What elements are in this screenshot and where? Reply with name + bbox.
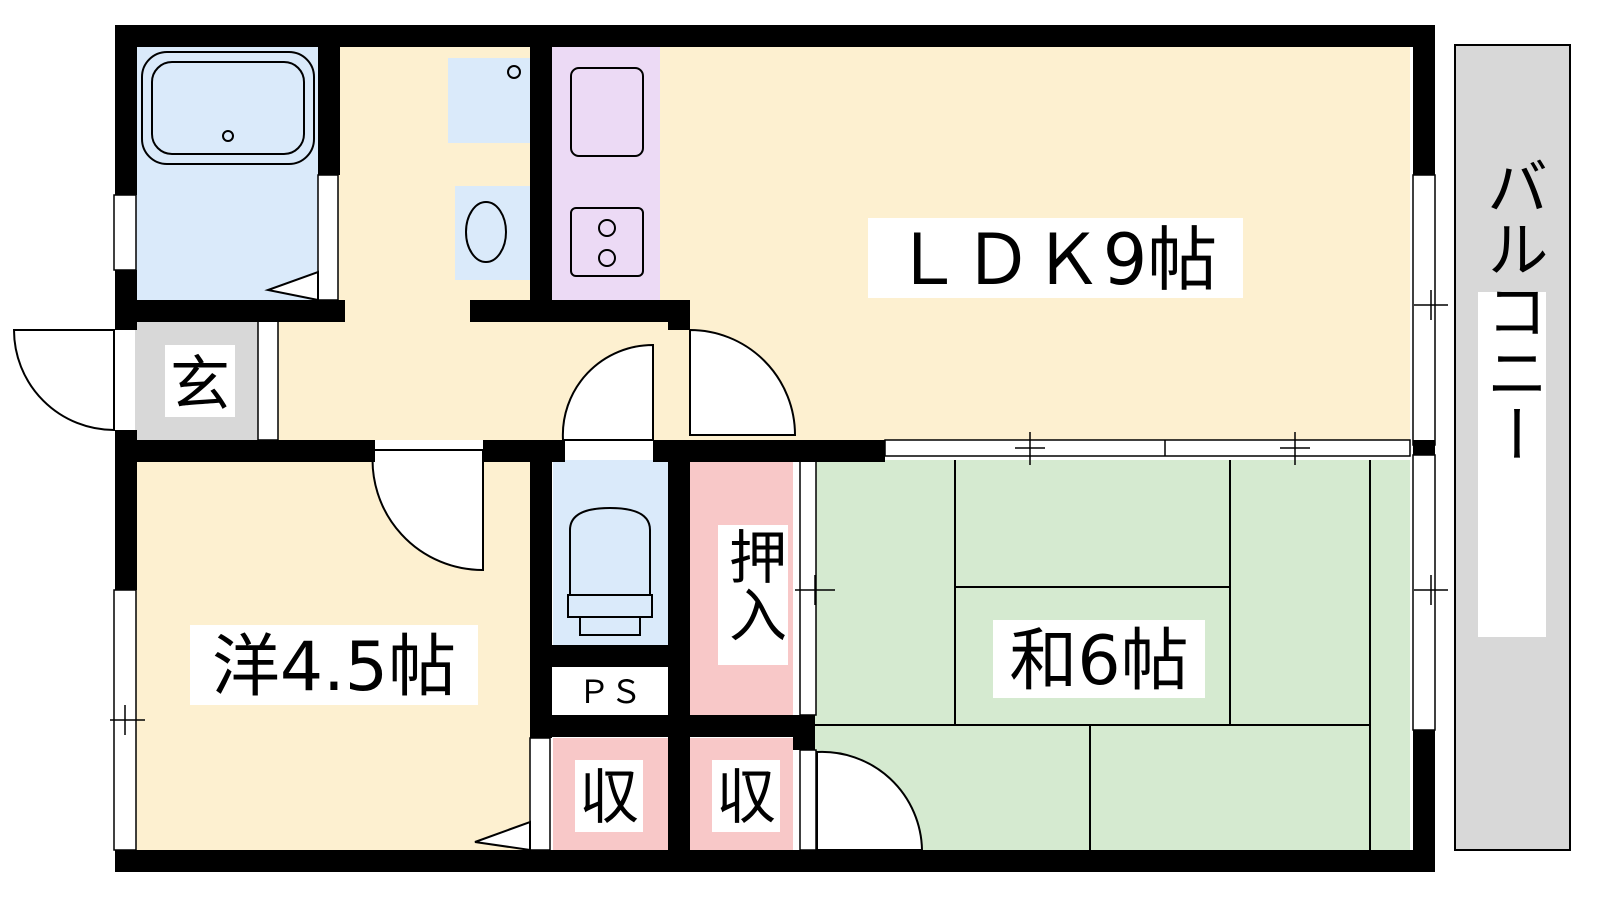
fixtures xyxy=(141,51,653,636)
stove-burner-top xyxy=(598,219,616,237)
wall-oshiire-right xyxy=(793,715,815,750)
tatami-lines xyxy=(815,460,1371,850)
washroom-tap xyxy=(507,65,521,79)
bathroom-sliding-mark xyxy=(264,270,319,302)
western-label: 洋4.5帖 xyxy=(212,628,456,707)
western-door-swing xyxy=(371,449,484,572)
wall-wc-ps xyxy=(530,645,690,667)
washroom-counter xyxy=(448,58,530,143)
partition-japanese-oshiire xyxy=(799,459,817,716)
bathroom-floor xyxy=(135,45,325,300)
western-label-bg xyxy=(190,625,478,705)
partition-bath-wash xyxy=(317,174,339,301)
wall-kitchen-left xyxy=(530,25,552,300)
storage-left-label: 収 xyxy=(579,763,639,833)
washbasin-bowl xyxy=(465,201,507,263)
pipe-space-label: ＰＳ xyxy=(578,673,642,711)
wall-mid-left xyxy=(115,440,375,462)
door-frame-storage xyxy=(529,737,551,851)
balcony-label-bg xyxy=(1478,292,1546,637)
kitchen-counter xyxy=(550,45,660,300)
ldk-label: ＬＤＫ9帖 xyxy=(893,219,1218,301)
wall-kitchen-stub xyxy=(668,300,690,330)
bathtub-drain xyxy=(222,130,234,142)
wall-mid-a xyxy=(483,440,565,462)
storage-sliding-mark xyxy=(474,820,531,852)
wall-storage-top xyxy=(530,715,815,737)
doors xyxy=(12,270,924,852)
toilet-floor xyxy=(553,460,668,645)
storage-right-label: 収 xyxy=(716,763,776,833)
partition-ldk-japanese xyxy=(884,439,1411,457)
wall-bath-right xyxy=(318,25,340,175)
balcony-label: バルコニー xyxy=(1476,155,1549,465)
wall-right-bottom xyxy=(1413,730,1435,872)
wall-mid-b xyxy=(653,440,885,462)
wall-top xyxy=(115,25,1435,47)
window-bathroom xyxy=(113,194,137,271)
oshiire-label-bg xyxy=(718,525,788,665)
oshiire-label: 押入 xyxy=(719,527,787,643)
storage-left-label-bg xyxy=(575,760,643,832)
stove-burner-bottom xyxy=(598,249,616,267)
wall-wc-left xyxy=(530,440,552,738)
front-door-swing xyxy=(12,329,115,432)
toilet-bowl xyxy=(569,506,651,596)
washbasin-counter xyxy=(455,186,530,280)
labels: ＬＤＫ9帖 洋4.5帖 和6帖 玄 押入 収 収 ＰＳ バルコニー xyxy=(165,155,1549,833)
door-frame-japanese xyxy=(799,749,817,851)
wall-kitchen-bottom xyxy=(470,300,690,322)
entrance-label-bg xyxy=(165,345,235,417)
walls xyxy=(115,25,1435,872)
wall-right-top xyxy=(1413,25,1435,175)
partition-entrance xyxy=(257,319,279,441)
wall-bath-bottom xyxy=(115,300,345,322)
japanese-label-bg xyxy=(993,620,1205,698)
wall-right-mid xyxy=(1413,440,1435,455)
gas-stove xyxy=(570,207,644,277)
bathtub-inner xyxy=(151,61,305,155)
storage-right-label-bg xyxy=(712,760,780,832)
toilet-door-swing xyxy=(561,343,654,441)
japanese-door-swing xyxy=(816,750,924,851)
entrance-label: 玄 xyxy=(170,350,230,420)
wall-bottom xyxy=(115,850,1435,872)
japanese-label: 和6帖 xyxy=(1009,622,1188,701)
ldk-label-bg xyxy=(868,218,1243,298)
kitchen-sink xyxy=(570,67,644,157)
pipe-space-floor xyxy=(553,668,668,715)
wall-left-upper xyxy=(115,25,137,195)
toilet-tank-base xyxy=(579,616,641,636)
window-ticks xyxy=(110,290,1448,735)
wall-left-lower xyxy=(115,430,137,590)
ldk-door-swing xyxy=(689,328,797,436)
bathtub xyxy=(141,51,315,165)
